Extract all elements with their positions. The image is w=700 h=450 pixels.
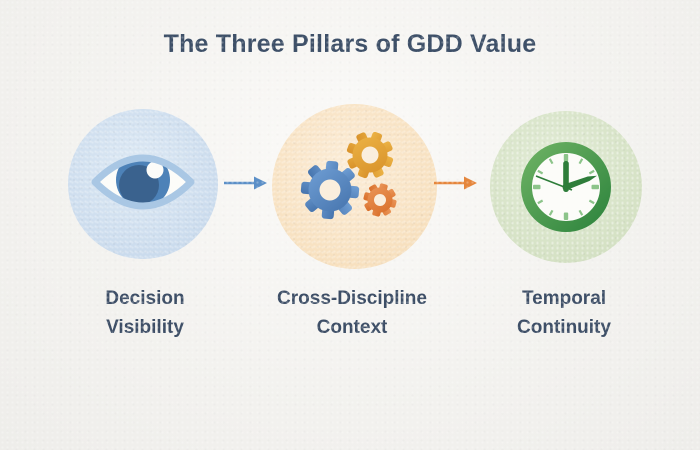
pillar-label-line: Context xyxy=(316,317,388,338)
pillar-label-line: Visibility xyxy=(106,317,184,338)
arrow-right-icon xyxy=(224,176,267,190)
pillar-label-decision-visibility: Decision Visibility xyxy=(45,284,245,342)
pillar-circle-temporal-continuity xyxy=(490,111,642,263)
clock-icon xyxy=(521,142,611,232)
pillar-label-cross-discipline-context: Cross-Discipline Context xyxy=(232,284,472,342)
pillar-circle-decision-visibility xyxy=(68,109,218,259)
eye-icon xyxy=(91,154,195,210)
pillar-label-line: Continuity xyxy=(517,317,611,338)
pillar-circle-cross-discipline-context xyxy=(272,104,437,269)
pillar-label-line: Cross-Discipline xyxy=(277,288,427,309)
page-title: The Three Pillars of GDD Value xyxy=(163,30,537,58)
pillar-label-line: Temporal xyxy=(521,288,607,309)
pillar-label-line: Decision xyxy=(105,288,185,309)
arrow-right-icon xyxy=(434,176,477,190)
pillar-label-temporal-continuity: Temporal Continuity xyxy=(464,284,664,342)
gears-icon xyxy=(300,131,397,220)
